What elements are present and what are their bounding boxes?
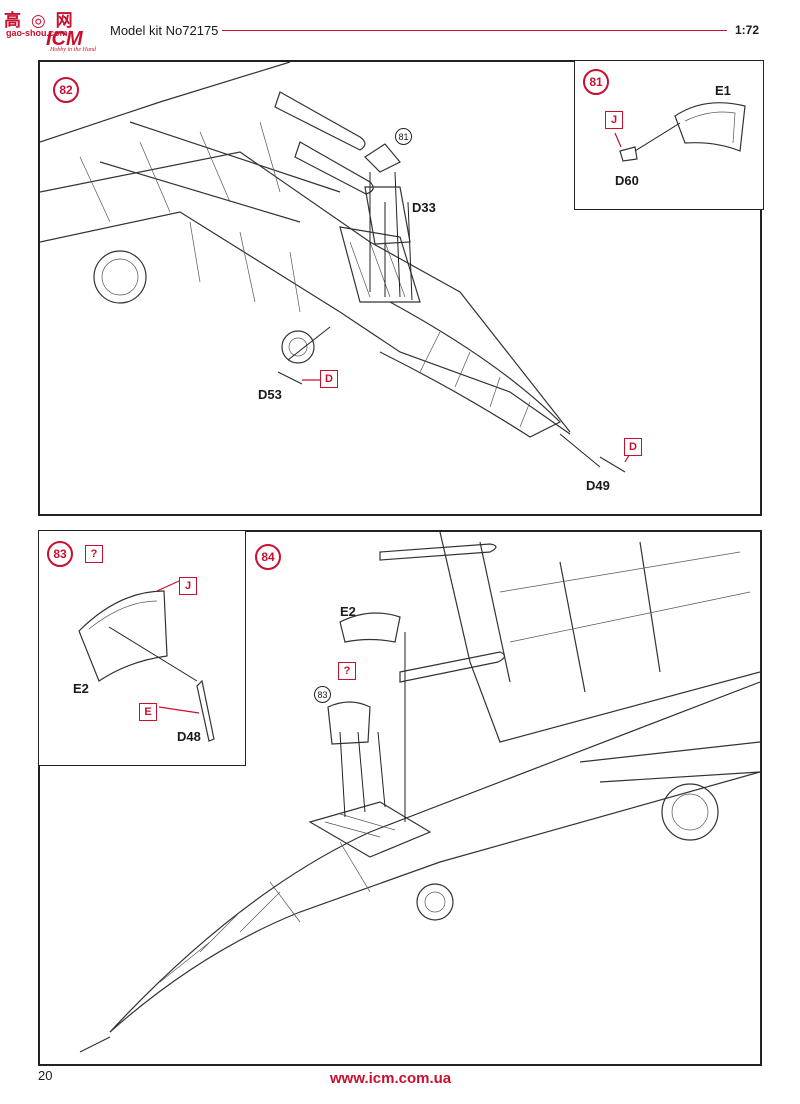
kit-title: Model kit No72175 xyxy=(110,23,219,38)
footer-url-link[interactable]: www.icm.com.ua xyxy=(330,1070,452,1087)
sprue-tag-j: J xyxy=(605,111,623,129)
sprue-tag-d49: D xyxy=(624,438,642,456)
step-number-84: 84 xyxy=(255,544,281,570)
part-e2-label-main: E2 xyxy=(340,604,356,619)
part-d53-label: D53 xyxy=(258,387,282,402)
step-83-illustration xyxy=(78,580,215,742)
scale-label: 1:72 xyxy=(735,23,760,37)
ref-step-81: 81 xyxy=(395,128,412,145)
step-83-inset: 83 ? J E2 E D48 xyxy=(38,530,246,766)
part-d49-label: D49 xyxy=(586,478,610,493)
step-81-illustration xyxy=(614,102,746,162)
logo-brand: ICM xyxy=(46,28,83,50)
part-d60-label: D60 xyxy=(615,173,639,188)
logo-tagline: Hobby in the Hand xyxy=(50,47,96,53)
step-82-illustration xyxy=(40,62,633,473)
step-82-panel: 82 81 D33 D D53 D D49 81 E1 J D60 xyxy=(38,60,764,516)
step-number-83: 83 xyxy=(47,541,73,567)
part-d33-label: D33 xyxy=(412,200,436,215)
step-number-81: 81 xyxy=(583,69,609,95)
part-d48-label: D48 xyxy=(177,729,201,744)
ref-step-83: 83 xyxy=(314,686,331,703)
part-e1-label: E1 xyxy=(715,83,731,98)
logo-site-url: gao-shou.com xyxy=(6,28,68,38)
unknown-sprue-tag-83: ? xyxy=(85,545,103,563)
step-81-inset: 81 E1 J D60 xyxy=(574,60,764,210)
unknown-sprue-tag-84: ? xyxy=(338,662,356,680)
logo-site-title: 高 ◎ 网 xyxy=(4,11,75,31)
page-number: 20 xyxy=(38,1068,53,1083)
step-84-illustration xyxy=(79,532,760,1053)
header-rule xyxy=(222,30,727,31)
step-number-82: 82 xyxy=(53,77,79,103)
part-e2-label-inset: E2 xyxy=(73,681,89,696)
sprue-tag-j-83: J xyxy=(179,577,197,595)
sprue-tag-e: E xyxy=(139,703,157,721)
step-84-panel: 84 E2 ? 83 83 ? J E2 E D48 xyxy=(38,530,762,1066)
sprue-tag-d53: D xyxy=(320,370,338,388)
